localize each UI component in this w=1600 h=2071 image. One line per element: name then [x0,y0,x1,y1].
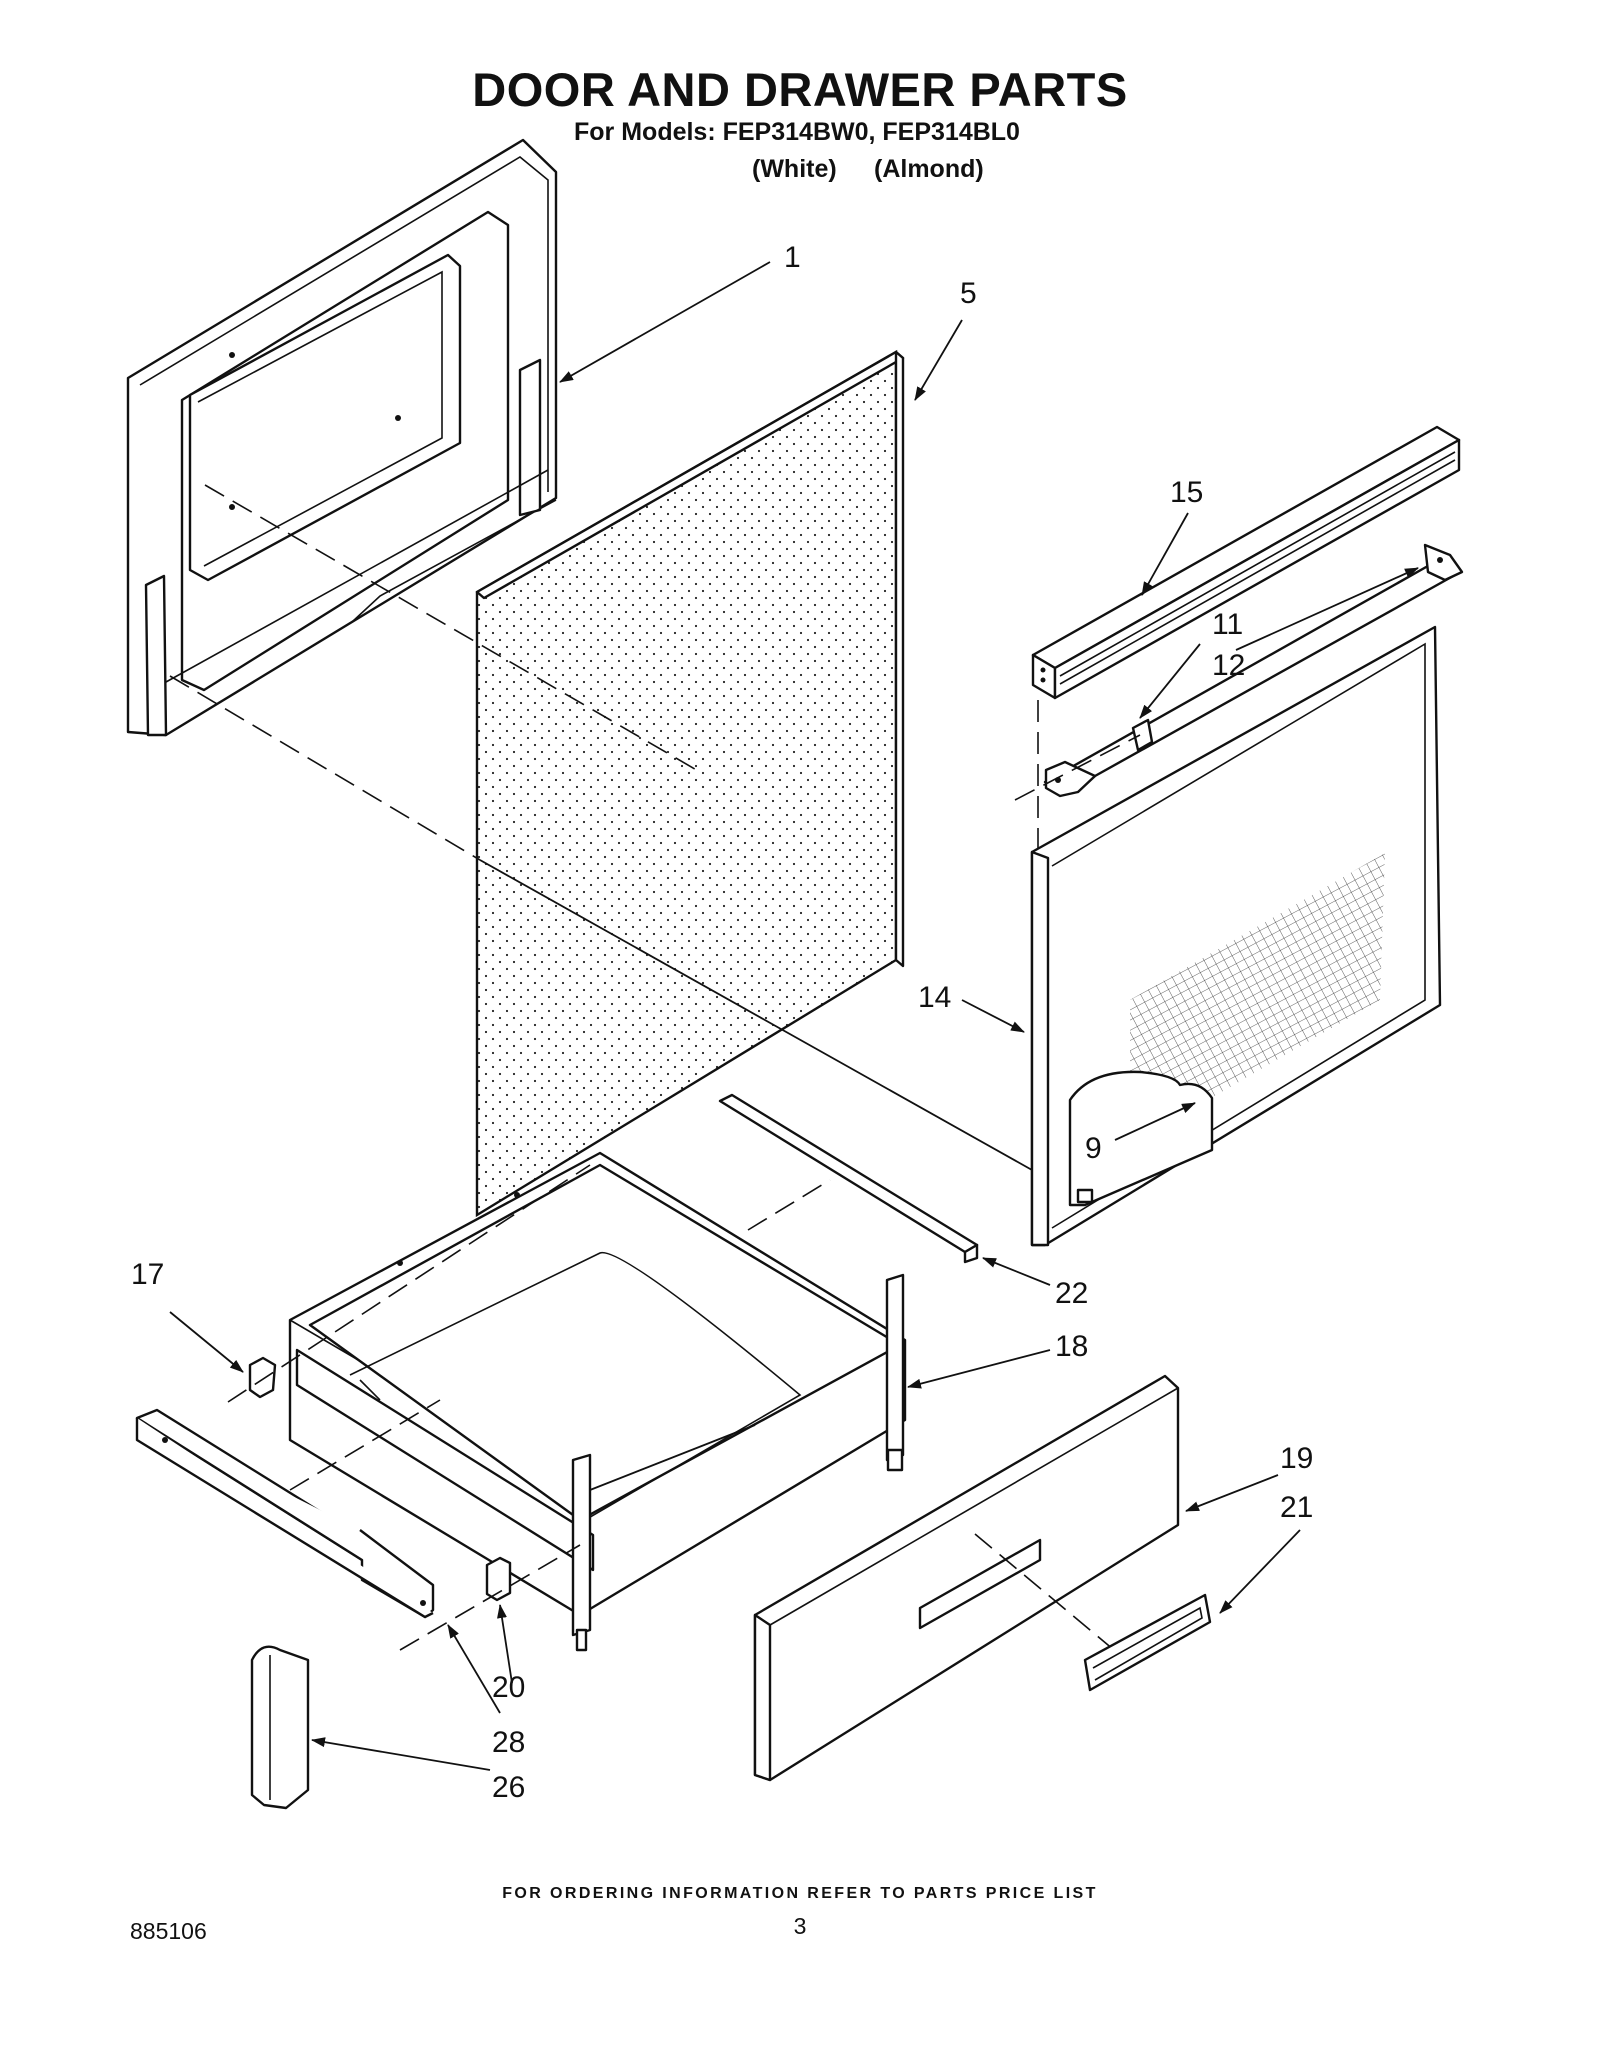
side-trim [250,1645,310,1810]
ordering-note: FOR ORDERING INFORMATION REFER TO PARTS … [502,1885,1098,1902]
callout-17: 17 [131,1258,164,1291]
door-inner-panel [1030,625,1442,1247]
callout-12: 12 [1212,649,1245,682]
callout-9: 9 [1085,1132,1102,1165]
door-top-trim [1031,425,1461,700]
variant-almond: (Almond) [874,155,984,183]
callout-20: 20 [492,1671,525,1704]
part-17-bracket [248,1356,277,1399]
page-number: 3 [793,1913,807,1939]
callout-28: 28 [492,1726,525,1759]
variant-white: (White) [752,155,837,183]
drawer-handle [1083,1593,1212,1692]
drawer-box [288,1151,907,1652]
document-number: 885106 [130,1918,207,1944]
callout-19: 19 [1280,1442,1313,1475]
page-title: DOOR AND DRAWER PARTS [472,63,1128,116]
drawer-front-panel [753,1374,1180,1782]
callout-21: 21 [1280,1491,1313,1524]
callout-14: 14 [918,981,951,1014]
callout-22: 22 [1055,1277,1088,1310]
drawer-rail [718,1093,979,1264]
callout-11: 11 [1212,608,1243,641]
models-line: For Models: FEP314BW0, FEP314BL0 [574,118,1020,146]
callout-15: 15 [1170,476,1203,509]
part-11-bracket [1131,718,1154,752]
callout-1: 1 [784,241,801,274]
door-insulation-panel [475,349,905,1218]
callout-26: 26 [492,1771,525,1804]
part-20-bracket [485,1556,512,1602]
door-outer-frame [126,138,558,737]
left-slide-rail [135,1408,435,1619]
callout-5: 5 [960,277,977,310]
callout-18: 18 [1055,1330,1088,1363]
